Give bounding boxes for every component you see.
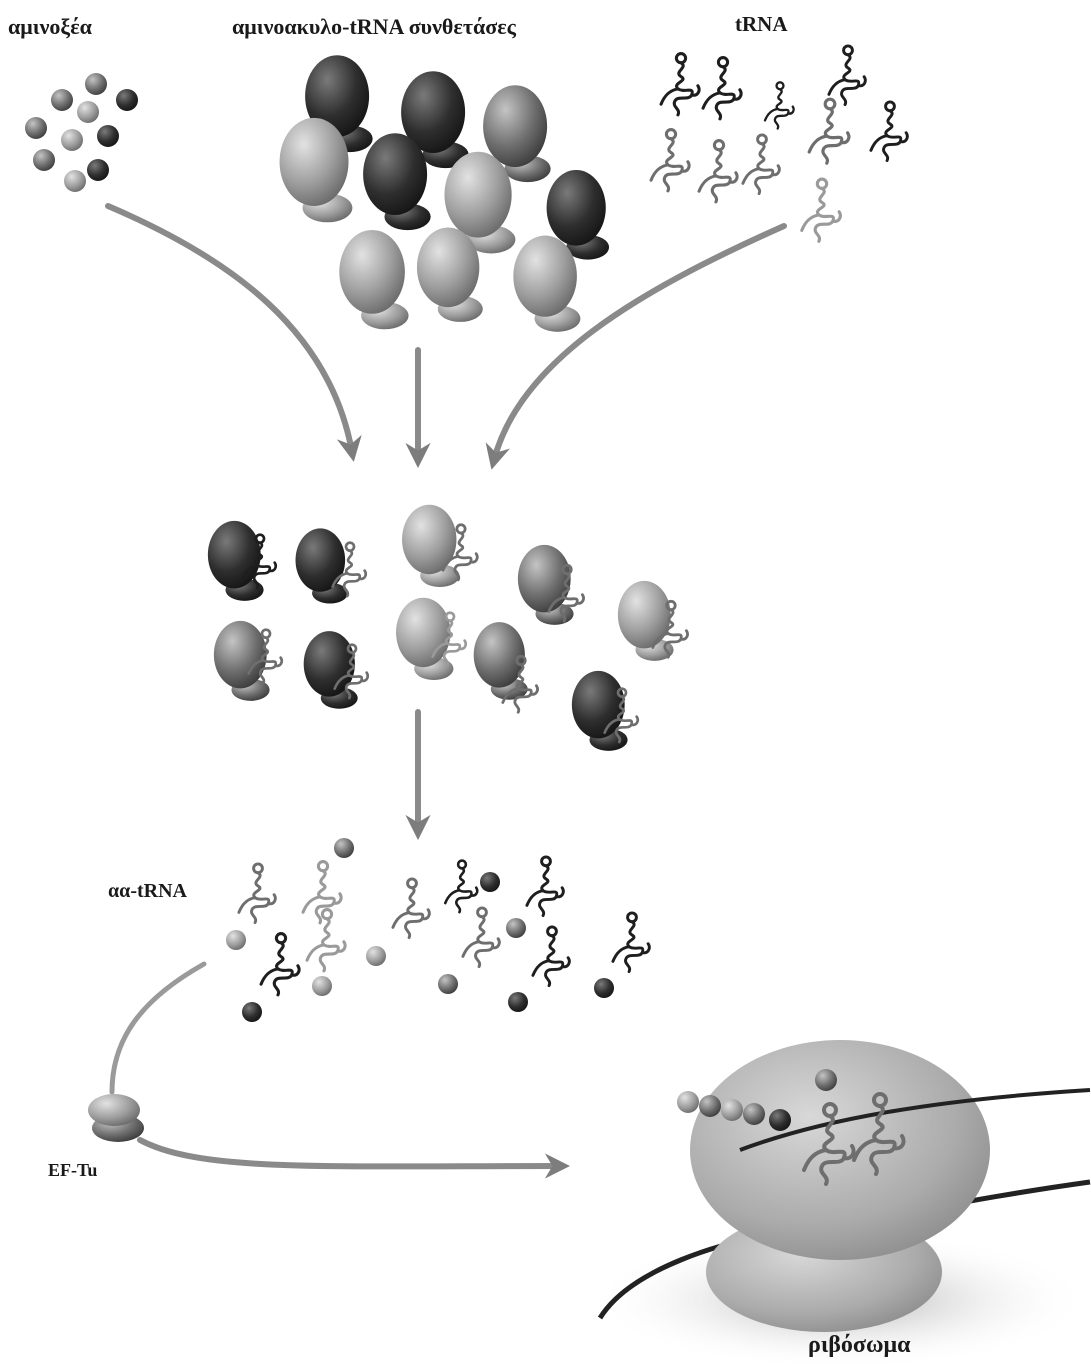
synthetase-cluster — [280, 55, 610, 332]
label-ribosome: ριβόσωμα — [808, 1332, 911, 1359]
ribosome-group — [590, 1040, 1090, 1364]
amino-acid — [64, 170, 86, 192]
aa-trna-cluster — [226, 838, 649, 1022]
amino-acid — [51, 89, 73, 111]
amino-acid — [25, 117, 47, 139]
complex-cluster — [208, 505, 688, 751]
trna-cluster — [651, 46, 907, 241]
amino-acid — [33, 149, 55, 171]
amino-acid — [116, 89, 138, 111]
arrow-ef-tu-in — [112, 964, 204, 1092]
amino-acid — [87, 159, 109, 181]
label-aa-trna: αα-tRNA — [108, 880, 187, 903]
amino-acid — [85, 73, 107, 95]
label-ef-tu: EF-Tu — [48, 1160, 97, 1181]
arrow-ef-tu-out — [140, 1140, 560, 1166]
arrow-aa — [108, 206, 352, 452]
label-amino-acids: αμινοξέα — [8, 14, 92, 40]
label-trna: tRNA — [735, 12, 788, 37]
ef-tu-protein — [88, 1094, 144, 1142]
amino-acid — [61, 129, 83, 151]
amino-acid-cluster — [25, 73, 138, 192]
amino-acid — [97, 125, 119, 147]
label-synthetases: αμινοακυλο-tRNA συνθετάσες — [232, 14, 516, 40]
amino-acid — [77, 101, 99, 123]
